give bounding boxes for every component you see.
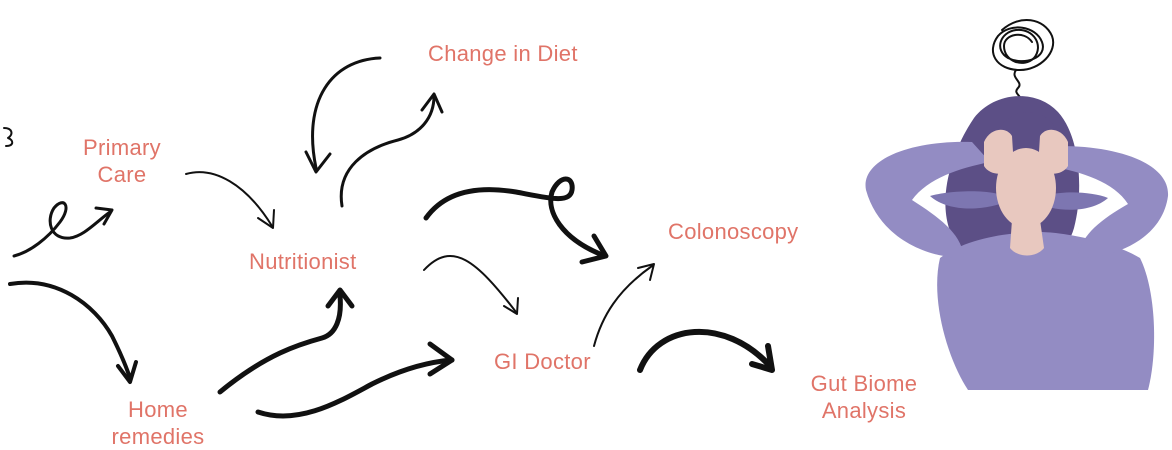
hair-top-shape — [989, 112, 1063, 164]
node-change-in-diet: Change in Diet — [428, 40, 578, 67]
node-colonoscopy-label: Colonoscopy — [668, 219, 799, 244]
node-nutritionist: Nutritionist — [249, 248, 357, 275]
arrow-swirl-right — [423, 176, 609, 265]
node-home-remedies-line1: Home — [128, 397, 188, 422]
arrow-to-home-remedies — [8, 280, 138, 384]
node-primary-care-line2: Care — [97, 162, 147, 187]
arrow-nutritionist-to-gi-doctor — [423, 255, 519, 315]
neck-shape — [1010, 220, 1044, 256]
node-change-in-diet-label: Change in Diet — [428, 41, 578, 66]
arrow-home-remedies-to-nutritionist — [217, 287, 355, 395]
stressed-person-illustration — [865, 96, 1169, 390]
arrow-gi-doctor-to-colonoscopy — [593, 263, 655, 347]
node-gut-biome-analysis: Gut Biome Analysis — [786, 370, 942, 424]
cropped-arrow-fragment — [3, 127, 14, 147]
node-colonoscopy: Colonoscopy — [668, 218, 799, 245]
node-home-remedies: Home remedies — [96, 396, 220, 450]
node-primary-care: Primary Care — [66, 134, 178, 188]
arrow-nutritionist-to-change-in-diet — [339, 92, 444, 208]
node-home-remedies-line2: remedies — [111, 424, 205, 449]
right-arm-shape — [1050, 146, 1169, 258]
node-gi-doctor-label: GI Doctor — [494, 349, 591, 374]
left-hand-shape — [984, 129, 1014, 174]
shirt-shape — [937, 232, 1155, 390]
node-gut-biome-analysis-line1: Gut Biome — [810, 371, 918, 396]
node-gi-doctor: GI Doctor — [494, 348, 591, 375]
scribble-icon — [992, 18, 1055, 103]
arrow-loop-down-into-nutritionist — [304, 56, 382, 174]
node-primary-care-line1: Primary — [83, 135, 161, 160]
arrow-gi-doctor-to-gut-biome — [637, 329, 775, 373]
arrow-primary-care-to-nutritionist — [185, 171, 275, 229]
node-gut-biome-analysis-line2: Analysis — [821, 398, 907, 423]
left-arm-shape — [865, 141, 990, 258]
arrow-home-remedies-to-gi-doctor — [255, 341, 455, 419]
node-nutritionist-label: Nutritionist — [249, 249, 357, 274]
arm-shadow — [930, 191, 1108, 210]
right-hand-shape — [1038, 129, 1068, 174]
arrow-loop-to-primary-care — [12, 201, 114, 258]
